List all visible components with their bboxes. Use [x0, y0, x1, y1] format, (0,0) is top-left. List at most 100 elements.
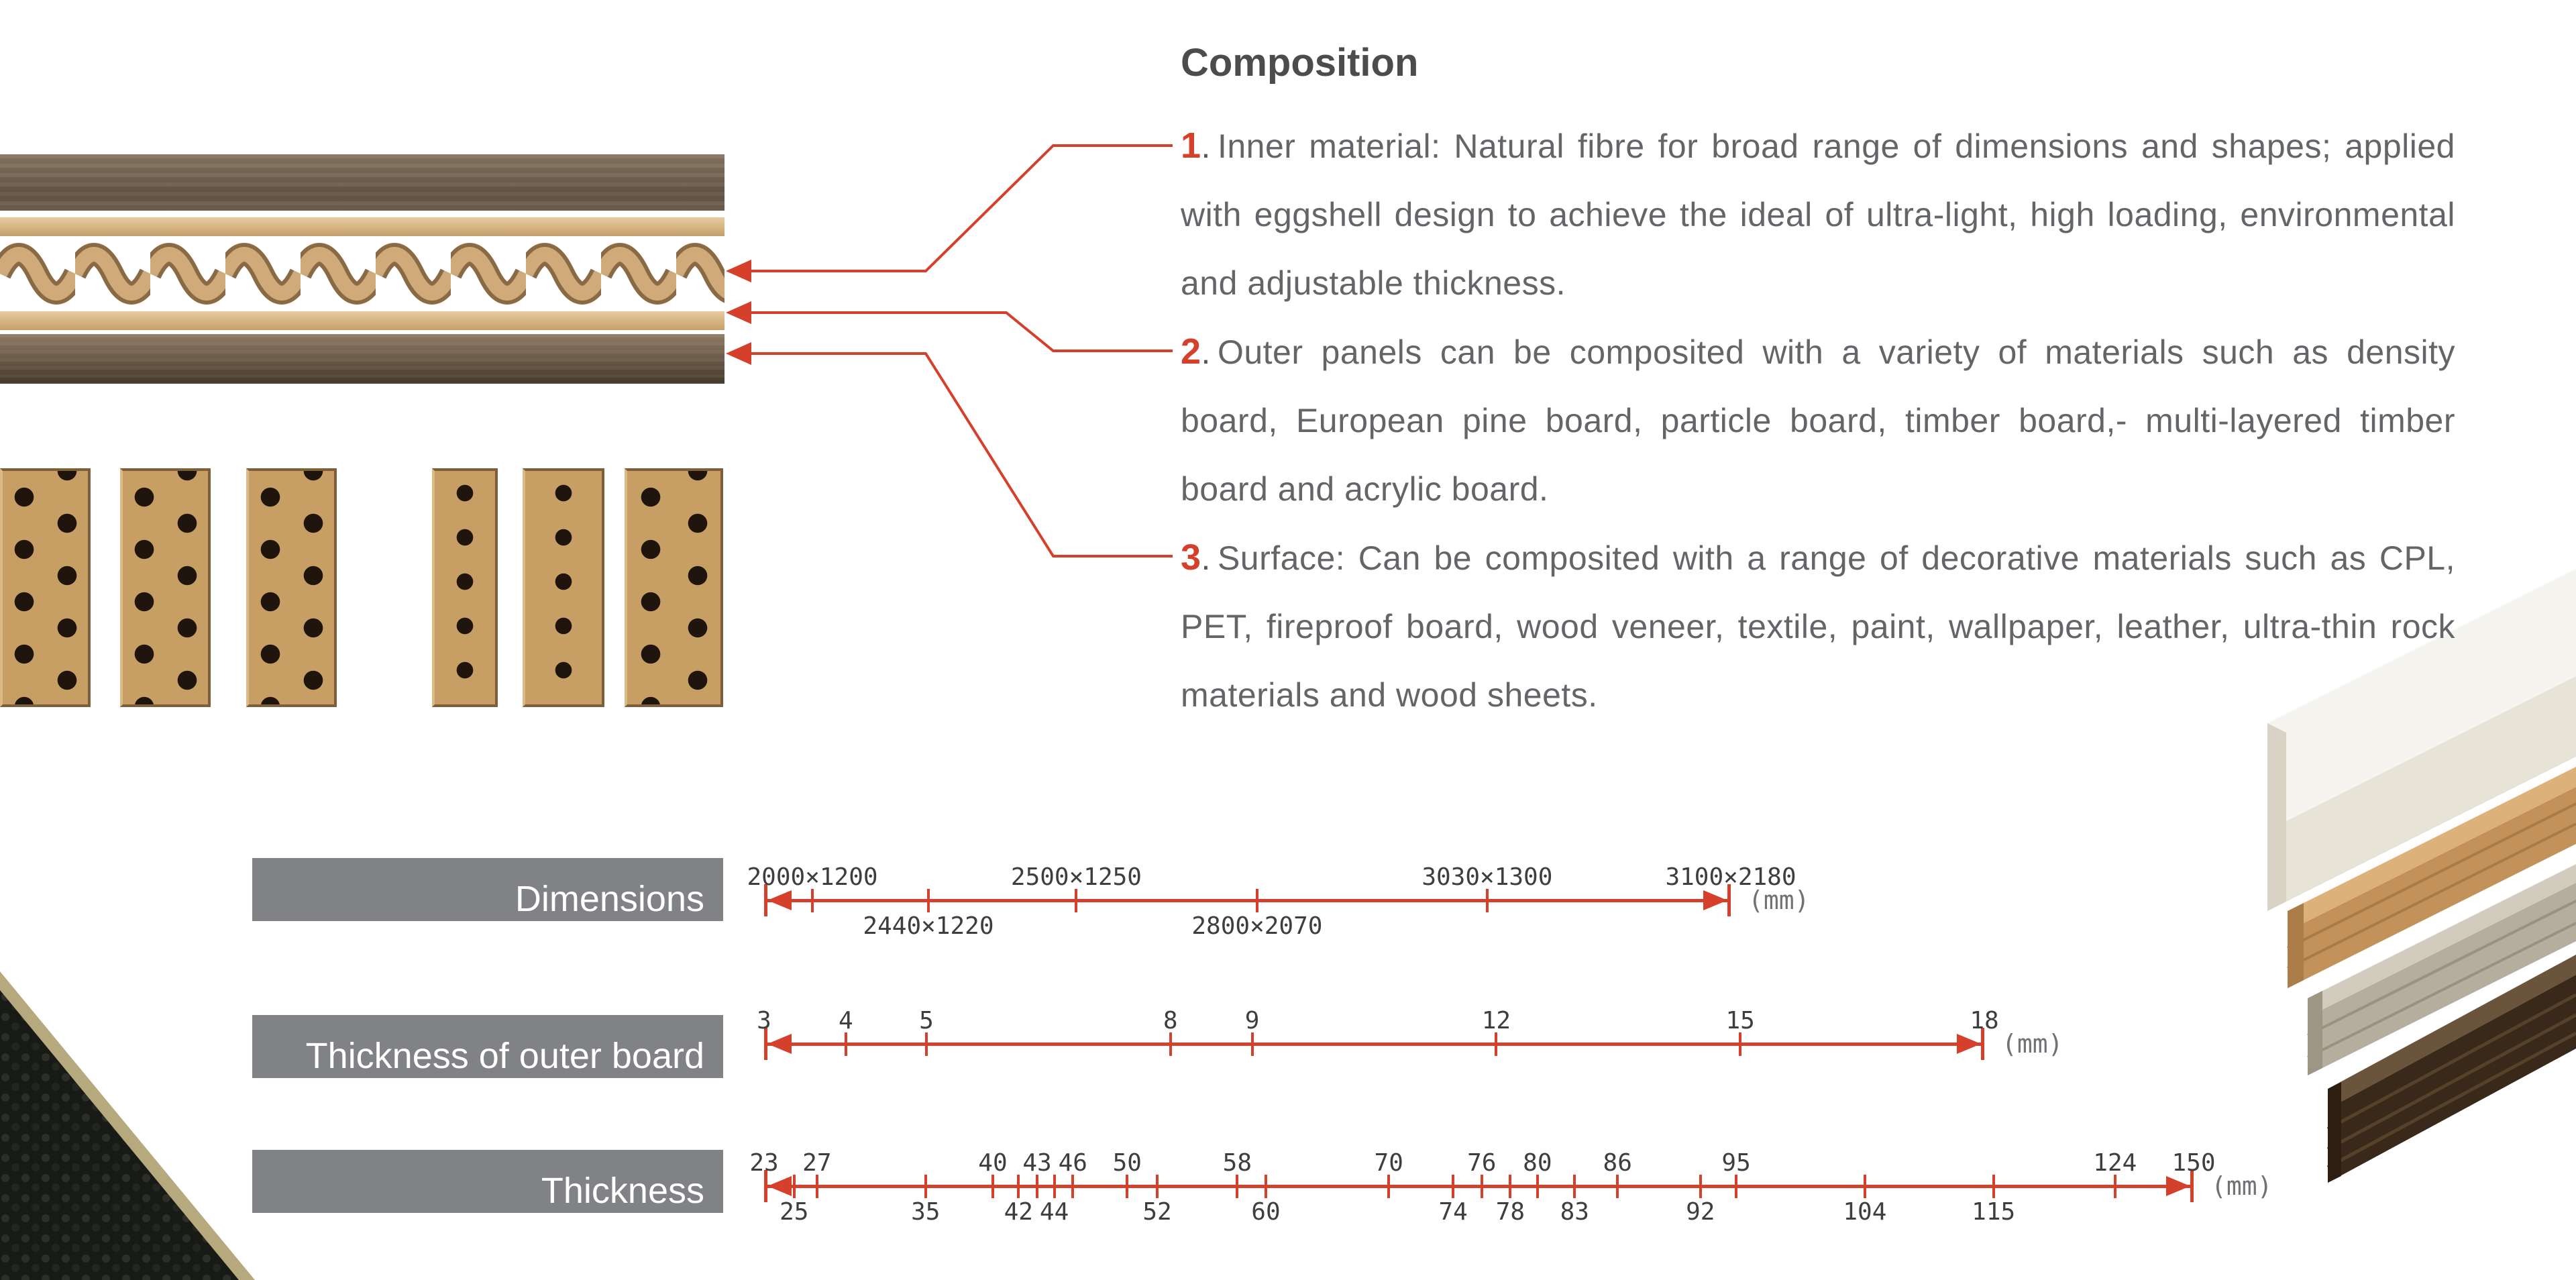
honeycomb-strips-photo: [0, 468, 724, 707]
ruler-tick: [1053, 1175, 1056, 1198]
ruler-tick: [926, 889, 930, 912]
ruler-tick: [924, 1032, 928, 1056]
tick-label: 40: [978, 1149, 1008, 1177]
ruler-tick: [1485, 889, 1489, 912]
tick-label: 124: [2093, 1149, 2137, 1177]
texture-corner-image: [0, 971, 255, 1280]
tick-label: 12: [1481, 1007, 1511, 1034]
corrugated-core-layer: [0, 240, 724, 307]
ruler-tick: [1509, 1175, 1512, 1198]
tick-label: 27: [802, 1149, 832, 1177]
ruler-tick: [792, 1175, 796, 1198]
tick-label: 23: [749, 1149, 779, 1177]
tick-label: 150: [2171, 1149, 2216, 1177]
honeycomb-strip: [246, 468, 337, 707]
tick-label: 8: [1163, 1007, 1178, 1034]
ruler-endbar-left: [764, 1170, 767, 1202]
tick-label: 15: [1725, 1007, 1755, 1034]
ruler-tick: [1495, 1032, 1498, 1056]
tick-label: 2800×2070: [1191, 912, 1323, 940]
item-separator: .: [1201, 333, 1211, 371]
ruler-tick: [991, 1175, 994, 1198]
composition-item-3: 3.Surface: Can be composited with a rang…: [1181, 523, 2455, 729]
ruler-tick: [1236, 1175, 1239, 1198]
ruler-tick: [815, 1175, 818, 1198]
ruler-arrow-left: [767, 1034, 792, 1054]
ruler-arrow-left: [767, 1176, 792, 1196]
ruler-tick: [1017, 1175, 1020, 1198]
tick-label: 58: [1222, 1149, 1252, 1177]
ruler-tick: [1699, 1175, 1702, 1198]
item-separator: .: [1201, 539, 1211, 577]
white-board: [2267, 569, 2576, 911]
ruler-tick: [1387, 1175, 1391, 1198]
ruler-endbar-left: [764, 1028, 767, 1060]
tick-label: 2000×1200: [747, 863, 878, 891]
tick-label: 70: [1374, 1149, 1403, 1177]
composite-panel-photo: [0, 154, 724, 384]
tick-label: 2500×1250: [1010, 863, 1142, 891]
ruler-unit: (mm): [2002, 1029, 2063, 1059]
honeycomb-strip: [0, 468, 91, 707]
honeycomb-strip: [432, 468, 498, 707]
oak-board: [2287, 767, 2576, 988]
ruler-tick: [1169, 1032, 1172, 1056]
honeycomb-strip: [625, 468, 723, 707]
texture-corner-photo: [0, 971, 255, 1280]
ruler-tick: [811, 889, 814, 912]
item-text: Inner material: Natural fibre for broad …: [1181, 127, 2455, 302]
bottom-board-layer: [0, 334, 724, 384]
composition-item-2: 2.Outer panels can be composited with a …: [1181, 317, 2455, 523]
ruler-tick: [1735, 1175, 1738, 1198]
tick-label: 80: [1523, 1149, 1552, 1177]
stacked-boards-image: [2267, 569, 2576, 1183]
tick-label: 9: [1244, 1007, 1260, 1034]
item-separator: .: [1201, 127, 1211, 165]
tick-label: 43: [1022, 1149, 1052, 1177]
tick-label: 3100×2180: [1665, 863, 1796, 891]
ruler-tick: [1992, 1175, 1995, 1198]
item-number: 1: [1181, 125, 1201, 166]
tick-label: 46: [1058, 1149, 1087, 1177]
ruler-tick: [1156, 1175, 1159, 1198]
tick-label: 50: [1112, 1149, 1142, 1177]
gray-board: [2307, 864, 2576, 1075]
ruler-unit: (mm): [1748, 886, 1810, 915]
ruler-tick: [1616, 1175, 1619, 1198]
ruler-arrow-left: [767, 890, 792, 910]
tick-label: 76: [1467, 1149, 1497, 1177]
composition-section: Composition 1.Inner material: Natural fi…: [1181, 42, 2455, 729]
dark-board: [2326, 955, 2576, 1183]
ruler-endbar-left: [764, 884, 767, 916]
item-text: Surface: Can be composited with a range …: [1181, 539, 2455, 714]
ruler-tick: [924, 1175, 927, 1198]
tick-label: 86: [1603, 1149, 1632, 1177]
tick-label: 115: [1972, 1198, 2016, 1226]
tick-label: 44: [1039, 1198, 1069, 1226]
ruler-tick: [1480, 1175, 1483, 1198]
ruler-tick: [1573, 1175, 1576, 1198]
ruler-endbar-right: [1727, 884, 1731, 916]
tick-label: 78: [1495, 1198, 1525, 1226]
ruler-tick: [1863, 1175, 1866, 1198]
tick-label: 92: [1686, 1198, 1715, 1226]
ruler-tick: [1071, 1175, 1075, 1198]
item-number: 2: [1181, 331, 1201, 372]
ruler-line: [764, 1043, 1984, 1046]
composition-title: Composition: [1181, 41, 1419, 85]
ruler-tick: [1264, 1175, 1267, 1198]
item-text: Outer panels can be composited with a va…: [1181, 333, 2455, 508]
ruler-arrow-right: [1957, 1034, 1981, 1054]
tick-label: 3030×1300: [1421, 863, 1553, 891]
ruler-line: [764, 1185, 2194, 1188]
tick-label: 42: [1004, 1198, 1033, 1226]
tick-label: 35: [911, 1198, 941, 1226]
ruler-tick: [1075, 889, 1078, 912]
tick-label: 60: [1251, 1198, 1281, 1226]
honeycomb-strip: [523, 468, 604, 707]
ruler-tick: [1036, 1175, 1039, 1198]
